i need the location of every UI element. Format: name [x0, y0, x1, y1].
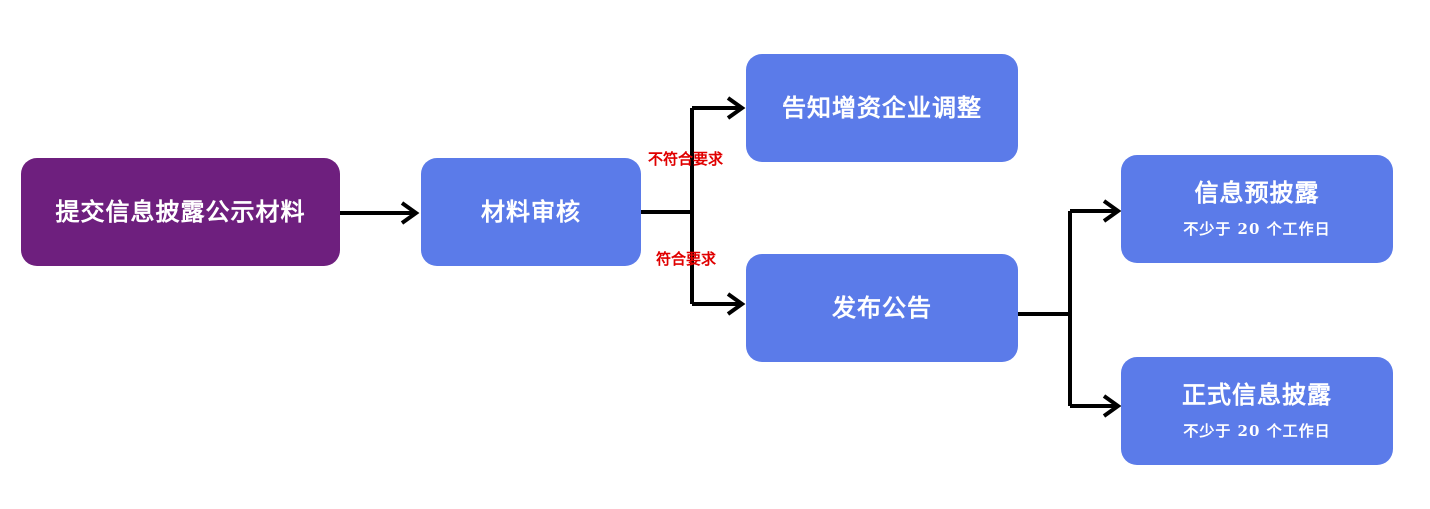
node-pre-disclosure: 信息预披露 不少于 20 个工作日 — [1121, 155, 1393, 263]
connector-publish-branch — [1018, 211, 1072, 406]
edge-label-compliant: 符合要求 — [656, 250, 717, 268]
arrowhead-formal-disclosure — [1102, 394, 1122, 418]
node-submit-materials: 提交信息披露公示材料 — [21, 158, 340, 266]
node-formal-disclosure-label: 正式信息披露 — [1182, 380, 1332, 410]
arrowhead-notify — [726, 96, 746, 120]
edge-label-not-compliant: 不符合要求 — [648, 150, 724, 168]
node-notify-label: 告知增资企业调整 — [782, 92, 982, 122]
arrowhead-review — [400, 201, 420, 225]
node-publish-announcement: 发布公告 — [746, 254, 1018, 362]
arrowhead-pre-disclosure — [1102, 199, 1122, 223]
node-notify-adjust: 告知增资企业调整 — [746, 54, 1018, 162]
node-formal-disclosure: 正式信息披露 不少于 20 个工作日 — [1121, 357, 1393, 465]
node-formal-disclosure-note: 不少于 20 个工作日 — [1183, 421, 1331, 440]
node-review-label: 材料审核 — [481, 196, 581, 226]
node-publish-label: 发布公告 — [832, 292, 932, 322]
node-pre-disclosure-note: 不少于 20 个工作日 — [1183, 219, 1331, 238]
arrowhead-publish — [726, 292, 746, 316]
node-material-review: 材料审核 — [421, 158, 641, 266]
node-pre-disclosure-label: 信息预披露 — [1194, 178, 1320, 208]
connector-review-branch — [641, 108, 694, 304]
node-submit-label: 提交信息披露公示材料 — [55, 196, 306, 226]
